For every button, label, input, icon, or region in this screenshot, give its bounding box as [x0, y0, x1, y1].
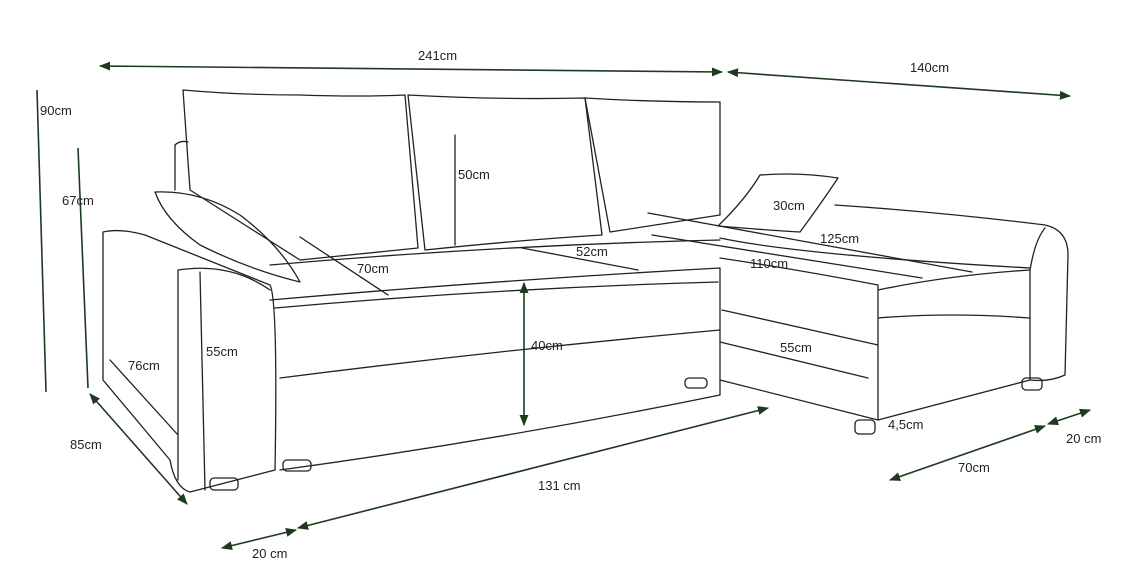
dim-arm-width: 20 cm: [252, 546, 288, 561]
dim-back-height: 67cm: [62, 193, 94, 208]
dim-armrest-height: 55cm: [206, 344, 238, 359]
dim-small-pillow: 30cm: [773, 198, 805, 213]
dim-chaise-inner: 110cm: [750, 256, 789, 271]
dim-seat-depth: 70cm: [357, 261, 389, 276]
dim-leg-height: 4,5cm: [888, 417, 924, 432]
dim-depth: 85cm: [70, 437, 102, 452]
dim-seat-width: 131 cm: [538, 478, 581, 493]
dim-armrest-depth: 76cm: [128, 358, 160, 373]
dim-chaise-width: 70cm: [958, 460, 990, 475]
dim-chaise-length: 140cm: [910, 60, 950, 75]
dim-chaise-front: 55cm: [780, 340, 812, 355]
dim-total-height: 90cm: [40, 103, 72, 118]
dim-cushion-height: 50cm: [458, 167, 490, 182]
dimension-arrows: [36, 61, 1092, 550]
dim-chaise-arm-width: 20 cm: [1066, 431, 1102, 446]
dim-seat-height: 40cm: [531, 338, 563, 353]
dim-total-width: 241cm: [418, 48, 458, 63]
dim-seat-section: 52cm: [576, 244, 608, 259]
dim-chaise-seat-length: 125cm: [820, 231, 860, 246]
